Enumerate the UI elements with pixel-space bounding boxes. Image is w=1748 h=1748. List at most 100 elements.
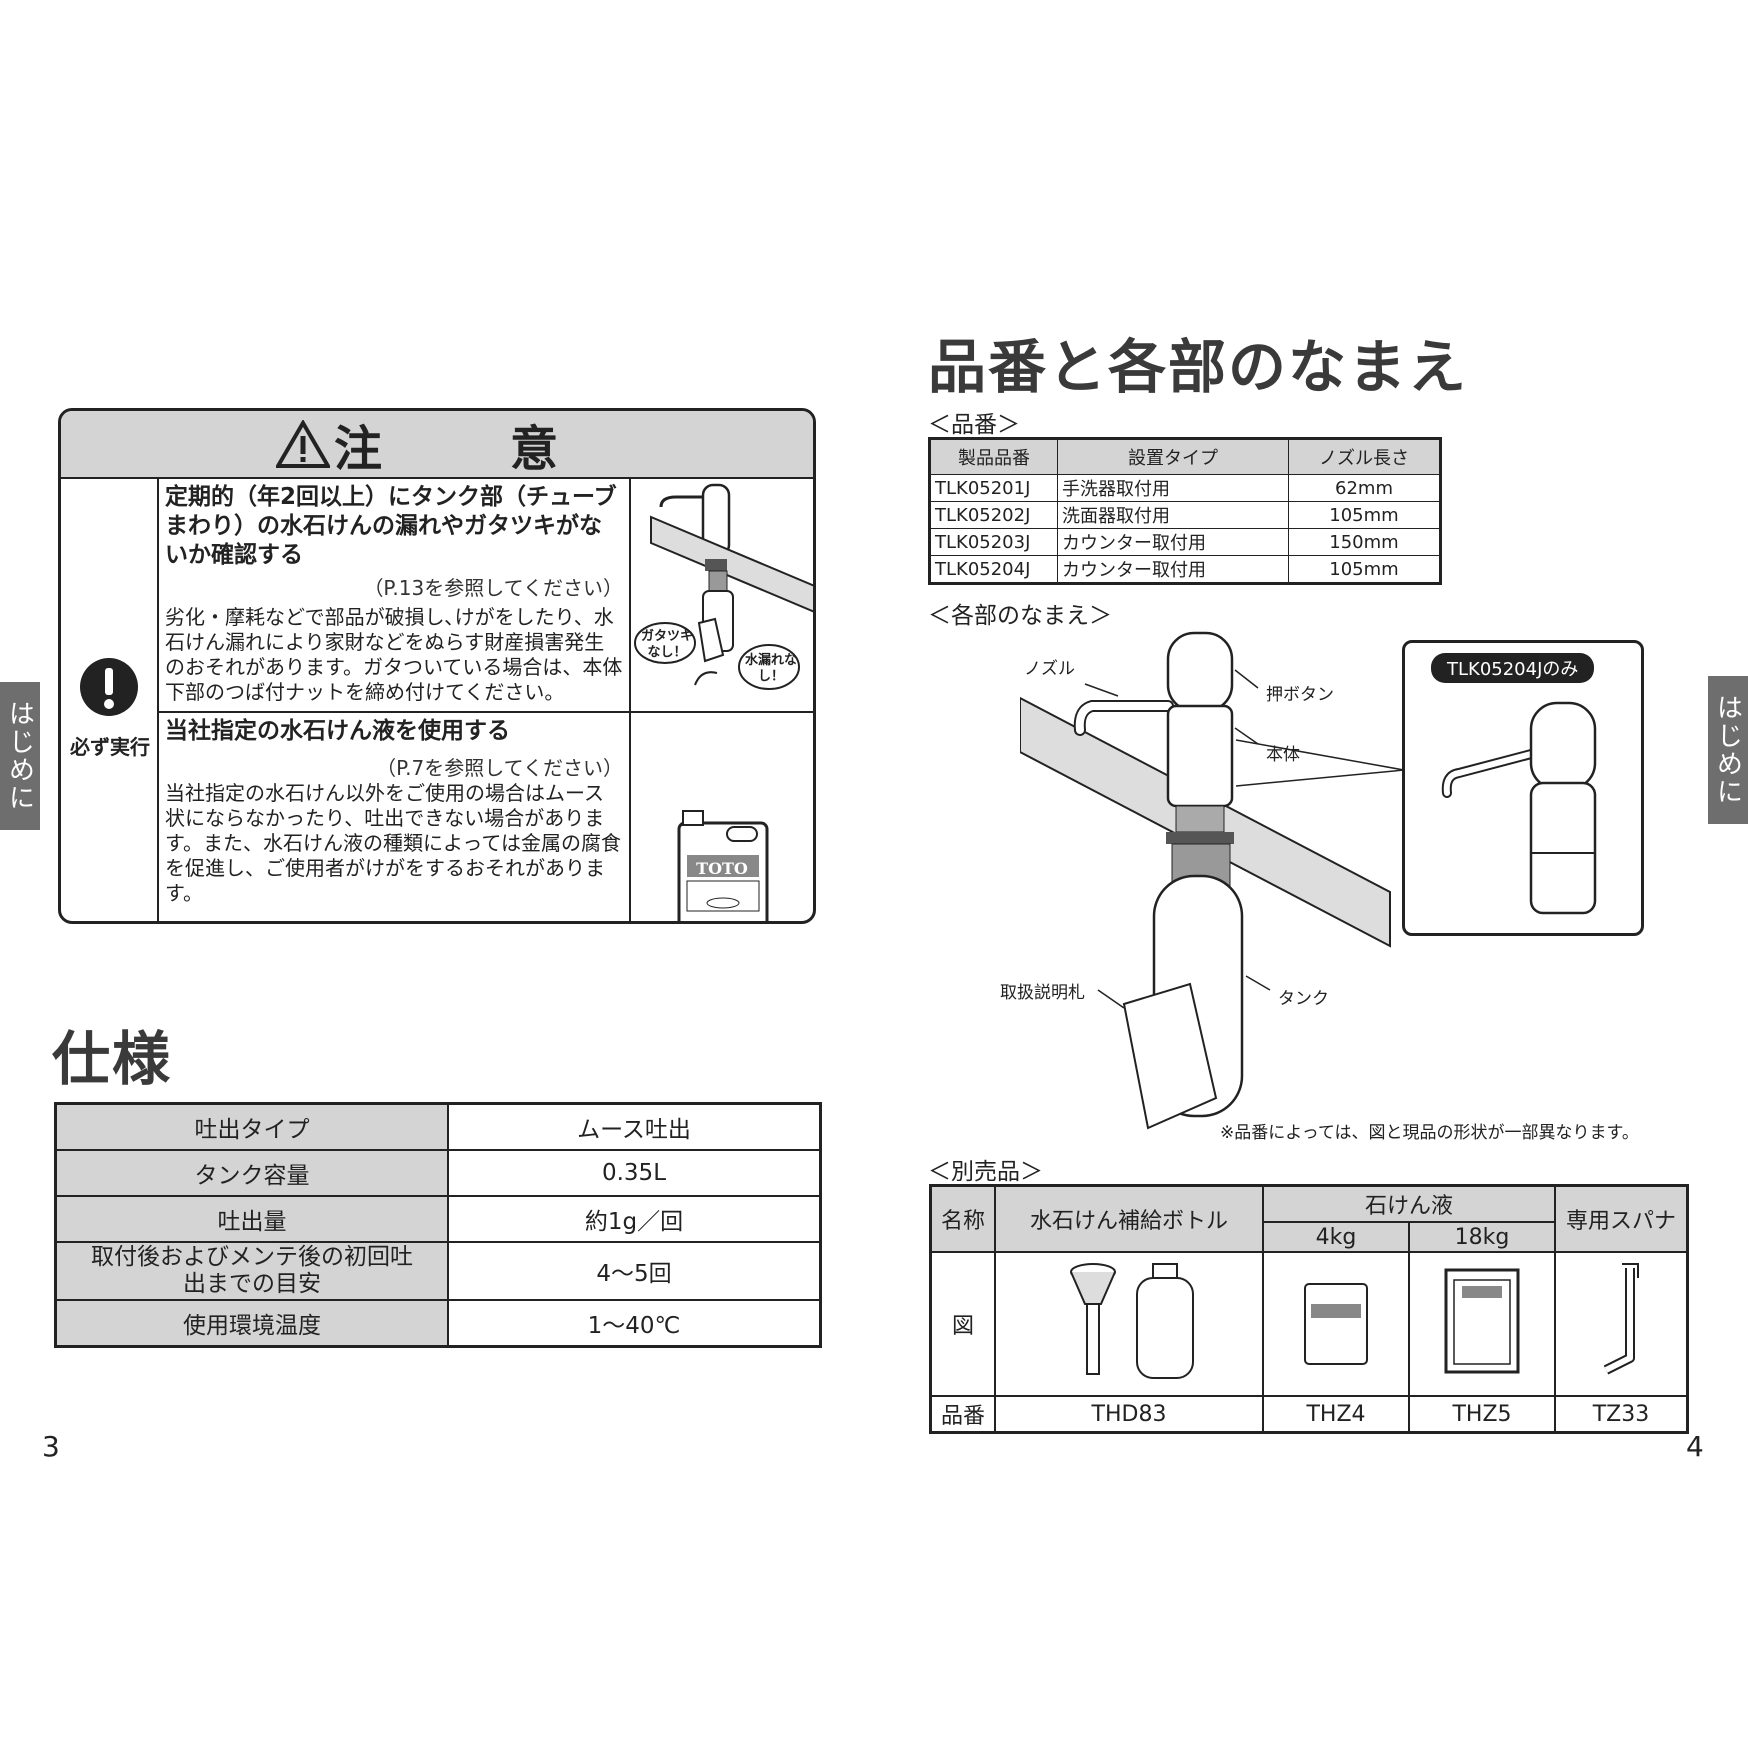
soap-18kg-icon (1444, 1268, 1520, 1374)
nozzle-length: 105mm (1288, 555, 1441, 584)
product-code: TLK05202J (929, 501, 1058, 529)
label-push-button: 押ボタン (1266, 685, 1334, 705)
side-tab-right: はじめに (1708, 676, 1748, 824)
hinban-subheading: ＜品番＞ (928, 412, 1020, 438)
accessories-subheading: ＜別売品＞ (928, 1159, 1043, 1185)
caution-item-1: 定期的（年2回以上）にタンク部（チューブまわり）の水石けんの漏れやガタツキがない… (165, 483, 623, 705)
spec-key: 吐出タイプ (54, 1102, 449, 1151)
dispenser-check-illustration (634, 483, 813, 690)
warning-triangle-icon (275, 420, 330, 468)
acc-header-name: 名称 (929, 1184, 996, 1253)
table-row: 図 (929, 1251, 1689, 1397)
mandatory-icon (80, 658, 138, 716)
acc-code: THD83 (994, 1395, 1264, 1434)
acc-header-18kg: 18kg (1408, 1221, 1556, 1253)
diagram-note: ※品番によっては、図と現品の形状が一部異なります。 (1220, 1123, 1639, 1143)
page-number-left: 3 (42, 1430, 60, 1463)
acc-code: TZ33 (1554, 1395, 1689, 1434)
parts-heading: 品番と各部のなまえ (928, 333, 1469, 401)
caution-header: 注 意 (61, 411, 813, 479)
label-nozzle: ノズル (1024, 659, 1075, 679)
caution-title: 注 意 (333, 421, 598, 477)
table-row: 品番 THD83 THZ4 THZ5 TZ33 (929, 1395, 1689, 1434)
caution-item-2-ref: （P.7を参照してください） (376, 756, 623, 780)
bottle-brand: TOTO (696, 859, 748, 878)
page-number-right: 4 (1686, 1430, 1704, 1463)
caution-item-2-body: 当社指定の水石けん以外をご使用の場合はムース状にならなかったり、吐出できない場合… (165, 781, 621, 905)
table-header-row: 4kg 18kg (931, 1221, 1688, 1253)
col-header: 製品品番 (929, 438, 1058, 475)
bubble-no-rattle: ガタツキなし！ (640, 629, 693, 660)
spec-key: 使用環境温度 (54, 1299, 449, 1348)
spec-heading: 仕様 (52, 1025, 173, 1093)
acc-code: THZ5 (1408, 1395, 1556, 1434)
spec-key: 取付後およびメンテ後の初回吐出までの目安 (54, 1241, 449, 1301)
install-type: カウンター取付用 (1057, 528, 1289, 556)
acc-fig-18kg (1408, 1251, 1556, 1397)
acc-header-bottle: 水石けん補給ボトル (994, 1184, 1264, 1253)
soap-bottle-illustration (677, 810, 769, 921)
names-subheading: ＜各部のなまえ＞ (928, 603, 1112, 629)
col-header: 設置タイプ (1057, 438, 1289, 475)
nozzle-length: 62mm (1288, 474, 1441, 502)
refill-bottle-icon (1070, 1263, 1194, 1379)
accessories-table: 名称 水石けん補給ボトル 石けん液 専用スパナ 4kg 18kg 図 (929, 1184, 1689, 1434)
acc-code: THZ4 (1262, 1395, 1410, 1434)
table-row: 吐出タイプムース吐出 (54, 1102, 822, 1151)
caution-item-1-title: 定期的（年2回以上）にタンク部（チューブまわり）の水石けんの漏れやガタツキがない… (165, 484, 617, 568)
col-header: ノズル長さ (1288, 438, 1441, 475)
caution-item-1-body: 劣化・摩耗などで部品が破損し､けがをしたり、水石けん漏れにより家財などをぬらす財… (165, 605, 623, 704)
acc-fig-spanner (1554, 1251, 1689, 1397)
soap-4kg-icon (1304, 1283, 1368, 1365)
product-code: TLK05203J (929, 528, 1058, 556)
product-code: TLK05204J (929, 555, 1058, 584)
dispenser-diagram (1020, 631, 1405, 1130)
acc-header-4kg: 4kg (1262, 1221, 1410, 1253)
spec-key: タンク容量 (54, 1149, 449, 1197)
label-tank: タンク (1278, 989, 1329, 1009)
spanner-icon (1603, 1263, 1639, 1375)
table-header-row: 名称 水石けん補給ボトル 石けん液 専用スパナ (929, 1184, 1689, 1253)
spec-value: 0.35L (447, 1149, 822, 1197)
mandatory-column: 必ず実行 (61, 477, 159, 921)
acc-row-figure-label: 図 (929, 1251, 996, 1397)
label-manual-tag: 取扱説明札 (1000, 983, 1085, 1003)
install-type: カウンター取付用 (1057, 555, 1289, 584)
spec-value: 約1g／回 (447, 1195, 822, 1243)
spec-value: 1〜40℃ (447, 1299, 822, 1348)
acc-header-soap: 石けん液 (1262, 1184, 1556, 1223)
side-tab-left: はじめに (0, 682, 40, 830)
caution-item-2: 当社指定の水石けん液を使用する （P.7を参照してください） 当社指定の水石けん… (165, 717, 623, 906)
bubble-no-leak: 水漏れなし！ (744, 653, 797, 684)
inset-dispenser (1441, 701, 1597, 915)
label-body: 本体 (1266, 745, 1300, 765)
inset-box: TLK05204Jのみ (1402, 640, 1644, 936)
spec-value: ムース吐出 (447, 1102, 822, 1151)
nozzle-length: 105mm (1288, 501, 1441, 529)
install-type: 洗面器取付用 (1057, 501, 1289, 529)
caution-box: 注 意 必ず実行 定期的（年2回以上）にタンク部（チューブまわり）の水石けんの漏… (58, 408, 816, 924)
inset-label: TLK05204Jのみ (1431, 653, 1595, 683)
caution-item-2-title: 当社指定の水石けん液を使用する (165, 718, 510, 744)
acc-header-spanner: 専用スパナ (1554, 1184, 1689, 1253)
caution-row-divider (157, 711, 813, 713)
product-code: TLK05201J (929, 474, 1058, 502)
table-header-row: 製品品番 設置タイプ ノズル長さ (929, 438, 1441, 475)
nozzle-length: 150mm (1288, 528, 1441, 556)
spec-value: 4〜5回 (447, 1241, 822, 1301)
caution-figure-column: ガタツキなし！ 水漏れなし！ TOTO (629, 477, 813, 921)
table-row: 吐出量約1g／回 (54, 1195, 822, 1243)
caution-item-1-ref: （P.13を参照してください） (363, 576, 623, 600)
install-type: 手洗器取付用 (1057, 474, 1289, 502)
mandatory-label: 必ず実行 (70, 735, 150, 759)
acc-row-code-label: 品番 (929, 1395, 996, 1434)
